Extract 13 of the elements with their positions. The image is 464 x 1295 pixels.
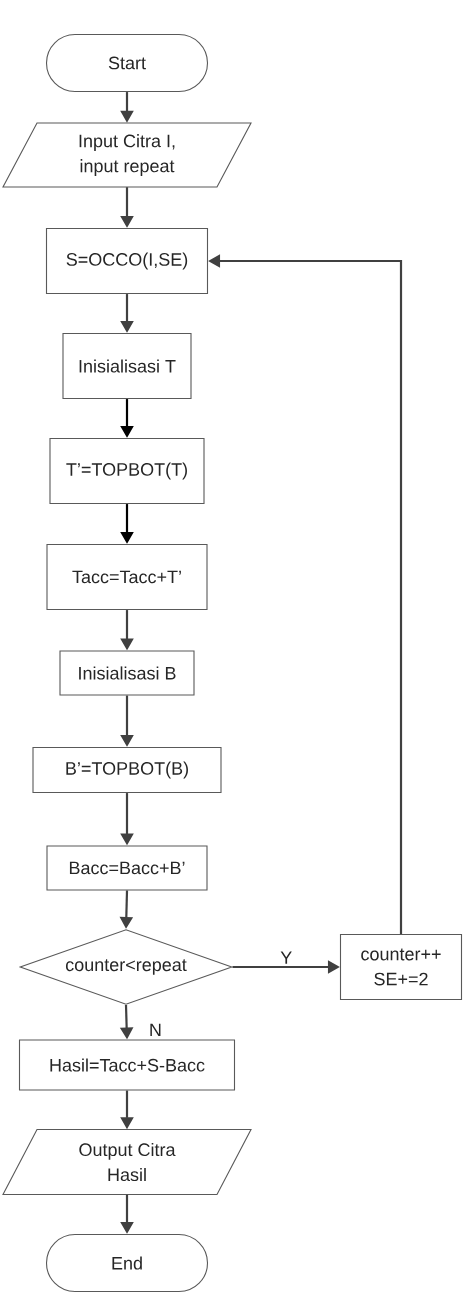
process-box: S=OCCO(I,SE) [45, 227, 209, 295]
process-box: Tacc=Tacc+T’ [46, 543, 208, 611]
process-box: Bacc=Bacc+B’ [46, 845, 208, 891]
edge-label: N [147, 1022, 163, 1037]
process-box: B’=TOPBOT(B) [32, 746, 222, 794]
io-parallelogram: Input Citra I, input repeat [2, 122, 252, 188]
process-box: T’=TOPBOT(T) [49, 437, 205, 505]
edge-label: Y [279, 950, 294, 965]
process-box: Inisialisasi T [62, 332, 192, 400]
process-box: Inisialisasi B [59, 650, 195, 696]
process-box: Hasil=Tacc+S-Bacc [18, 1039, 236, 1091]
process-box: counter++ SE+=2 [339, 933, 463, 1001]
io-parallelogram: Output Citra Hasil [2, 1128, 252, 1196]
